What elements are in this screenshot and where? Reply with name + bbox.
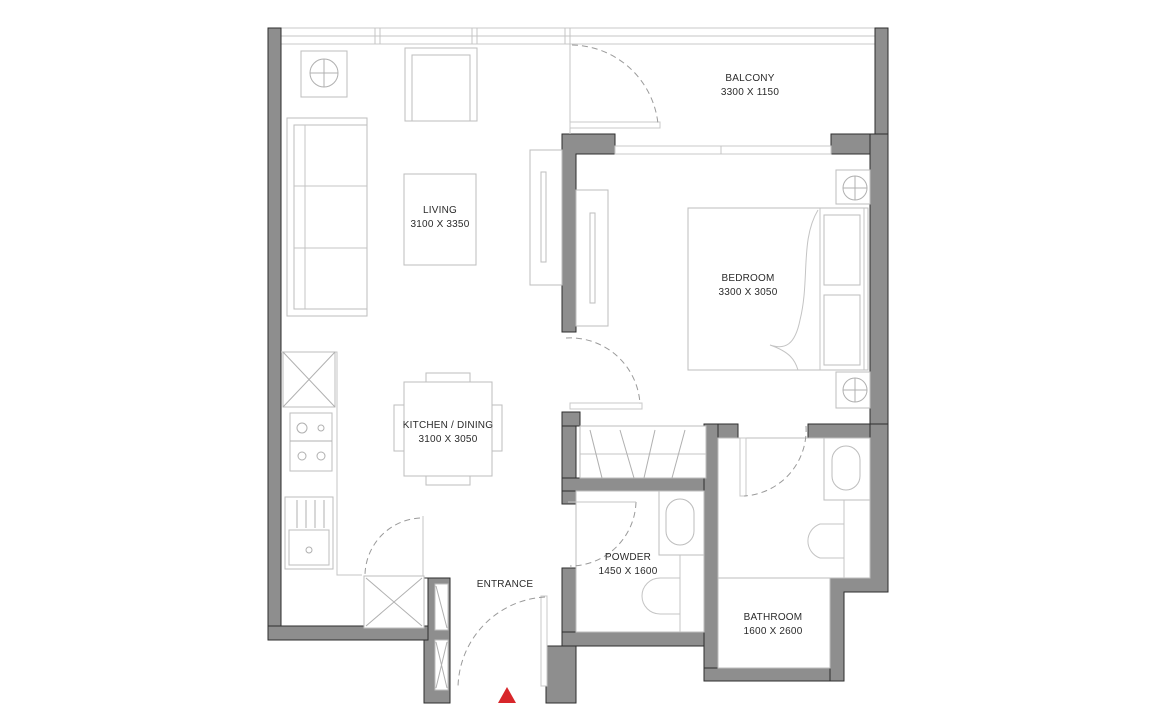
room-dimensions: 3100 X 3350 [410,219,470,230]
room-dimensions: 1450 X 1600 [598,566,658,577]
room-name: BATHROOM [743,612,803,623]
walls [267,27,889,704]
balcony-door [569,44,661,134]
room-label-bedroom: BEDROOM 3300 X 3050 [719,272,778,300]
bathroom-fixtures [717,425,871,669]
entry-triangle-icon [498,687,516,703]
living-furniture [286,47,563,317]
kitchen-fixtures [281,351,425,629]
bedroom-window [614,145,832,155]
room-name: POWDER [604,552,652,563]
room-dimensions: 3300 X 1150 [720,87,780,98]
room-name: ENTRANCE [476,579,534,590]
room-name: LIVING [422,205,457,216]
room-name: BEDROOM [721,273,775,284]
powder-fixtures [568,490,705,633]
dining-table [393,372,503,486]
room-name: KITCHEN / DINING [402,420,494,431]
bedroom-furniture [565,169,871,410]
room-label-living: LIVING 3100 X 3350 [411,204,470,232]
room-dimensions: 1600 X 2600 [743,626,803,637]
top-windows [280,27,876,45]
room-dimensions: 3300 X 3050 [718,287,778,298]
room-label-bathroom: BATHROOM 1600 X 2600 [744,611,803,639]
room-dimensions: 3100 X 3050 [418,434,478,445]
room-label-kitchen-dining: KITCHEN / DINING 3100 X 3050 [403,419,493,447]
entrance-fixtures [434,583,548,691]
room-label-entrance: ENTRANCE [477,578,534,592]
room-name: BALCONY [725,73,775,84]
room-label-balcony: BALCONY 3300 X 1150 [721,72,779,100]
closet [579,425,707,479]
room-label-powder: POWDER 1450 X 1600 [599,551,658,579]
